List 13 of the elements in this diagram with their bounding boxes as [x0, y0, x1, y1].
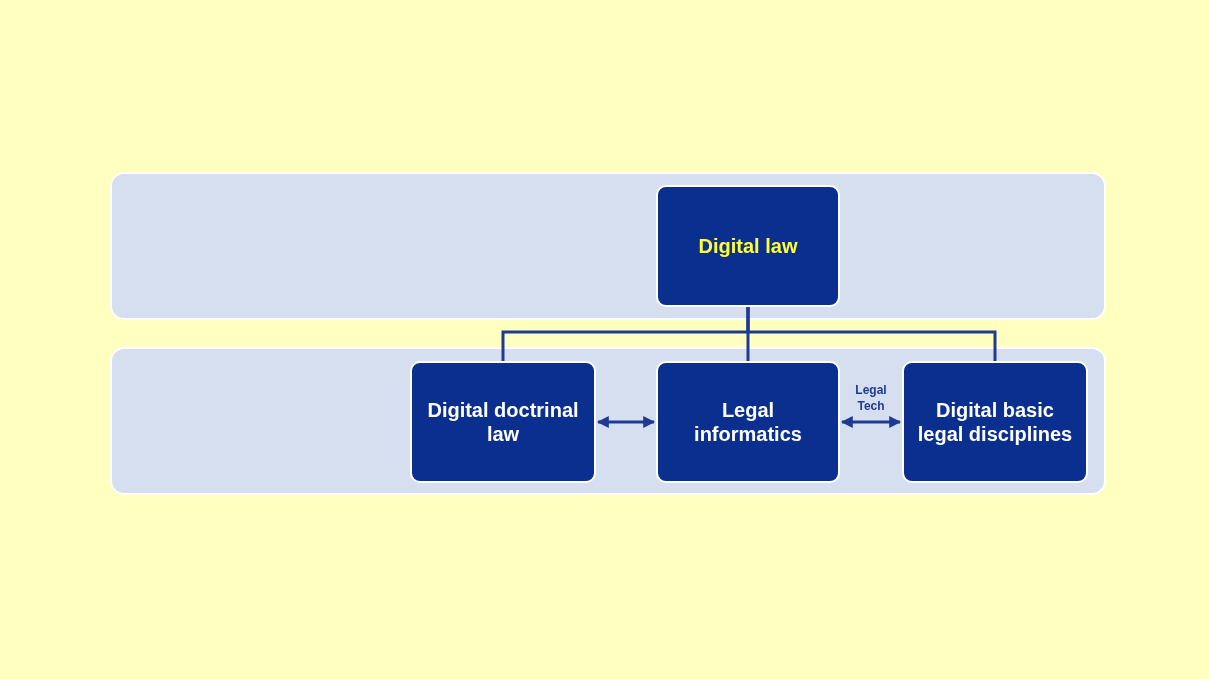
box-label: Digital doctrinal law: [426, 398, 580, 446]
box-label: Digital law: [697, 234, 799, 258]
process-box: [902, 361, 1088, 483]
band-panel: [110, 347, 1106, 495]
connector-line: [746, 307, 997, 361]
double-arrow: [840, 416, 902, 428]
process-box: [410, 361, 596, 483]
process-box: [656, 361, 840, 483]
double-arrow: [596, 416, 656, 428]
process-box: [656, 185, 840, 307]
box-label: Digital basic legal disciplines: [916, 398, 1074, 446]
box-label: Legal informatics: [693, 398, 803, 446]
band-panel: [110, 172, 1106, 320]
